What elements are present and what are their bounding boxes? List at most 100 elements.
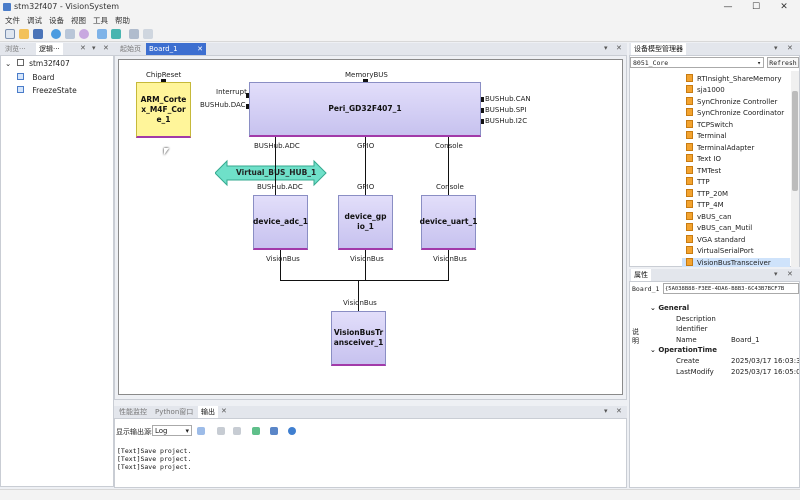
tree-root-label: stm32f407: [29, 59, 70, 68]
pin-icon[interactable]: ▾: [774, 270, 778, 278]
layout-icon[interactable]: [111, 29, 121, 39]
wrap-icon[interactable]: [197, 427, 205, 435]
tree-item-board[interactable]: Board: [17, 73, 54, 82]
menu-device[interactable]: 设备: [49, 16, 64, 25]
pin-icon[interactable]: ▾: [604, 44, 608, 52]
tab-browse[interactable]: 浏览···: [5, 45, 26, 53]
output-source-select[interactable]: Log ▾: [152, 425, 192, 436]
close-icon[interactable]: ✕: [616, 407, 622, 415]
device-icon: [686, 97, 693, 105]
minimize-button[interactable]: —: [723, 2, 733, 12]
device-item[interactable]: SynChronize Coordinator: [686, 108, 784, 117]
adc-node[interactable]: device_adc_1: [253, 195, 308, 250]
maximize-button[interactable]: ☐: [751, 2, 761, 12]
edit-icon[interactable]: [65, 29, 75, 39]
close-icon[interactable]: ✕: [221, 407, 227, 415]
device-icon: [686, 143, 693, 151]
device-item[interactable]: Text IO: [686, 154, 721, 163]
props-panel-title: 属性: [631, 269, 651, 281]
device-item[interactable]: vBUS_can_Mutil: [686, 223, 752, 232]
device-item-label: TMTest: [697, 167, 722, 175]
menu-view[interactable]: 视图: [71, 16, 86, 25]
bus-hub-label: Virtual_BUS_HUB_1: [236, 168, 317, 177]
tab-perf-monitor[interactable]: 性能监控: [119, 408, 147, 416]
wire-visionbus-adc: [280, 250, 281, 280]
menu-tools[interactable]: 工具: [93, 16, 108, 25]
tab-start-page[interactable]: 起始页: [120, 45, 141, 53]
device-item[interactable]: TCPSwitch: [686, 120, 733, 129]
device-item[interactable]: VirtualSerialPort: [686, 246, 754, 255]
cortex-node[interactable]: ARM_Cortex_M4F_Core_1: [136, 82, 191, 138]
bus-hub-node[interactable]: [215, 158, 327, 188]
device-list-scrollbar[interactable]: [791, 71, 799, 267]
device-item[interactable]: Terminal: [686, 131, 727, 140]
device-item[interactable]: TerminalAdapter: [686, 143, 754, 152]
device-item[interactable]: TMTest: [686, 166, 721, 175]
refresh-button[interactable]: Refresh: [767, 57, 799, 68]
title-bar: stm32f407 - VisionSystem — ☐ ✕: [0, 0, 800, 14]
props-category-general[interactable]: ⌄ General: [650, 304, 689, 312]
device-icon: [686, 74, 693, 82]
undo-icon[interactable]: [129, 29, 139, 39]
close-icon[interactable]: ✕: [787, 44, 793, 52]
next-icon[interactable]: [233, 427, 241, 435]
prop-value[interactable]: 2025/03/17 16:05:0: [731, 368, 799, 376]
tab-board-label: Board_1: [149, 45, 178, 53]
clear-icon[interactable]: [252, 427, 260, 435]
new-file-icon[interactable]: [5, 29, 15, 39]
pin-icon[interactable]: ▾: [92, 44, 96, 52]
pin-icon[interactable]: ▾: [604, 407, 608, 415]
tab-output[interactable]: 输出: [198, 406, 218, 418]
close-icon[interactable]: ✕: [80, 44, 86, 52]
tree-root[interactable]: ⌄ stm32f407: [5, 59, 70, 68]
device-filter-select[interactable]: 8051_Core ▾: [630, 57, 764, 68]
device-item[interactable]: TTP_20M: [686, 189, 728, 198]
run-icon[interactable]: [51, 29, 61, 39]
props-category-operationtime[interactable]: ⌄ OperationTime: [650, 346, 717, 354]
device-item[interactable]: SynChronize Controller: [686, 97, 777, 106]
port-pin: [481, 119, 484, 124]
uart-node[interactable]: device_uart_1: [420, 195, 477, 250]
open-folder-icon[interactable]: [19, 29, 29, 39]
chevron-down-icon[interactable]: ⌄: [5, 59, 12, 68]
gpio-node[interactable]: device_gpio_1: [338, 195, 393, 250]
settings-icon[interactable]: [288, 427, 296, 435]
state-icon: [17, 86, 24, 93]
redo-icon[interactable]: [143, 29, 153, 39]
close-icon[interactable]: ✕: [616, 44, 622, 52]
prop-value[interactable]: 2025/03/17 16:03:3: [731, 357, 799, 365]
export-icon[interactable]: [270, 427, 278, 435]
prev-icon[interactable]: [217, 427, 225, 435]
deploy-icon[interactable]: [97, 29, 107, 39]
pin-icon[interactable]: ▾: [774, 44, 778, 52]
search-icon[interactable]: [79, 29, 89, 39]
props-object-select[interactable]: {5A038B88-F3EE-4DA6-B8B3-6C43B7BCF7B: [663, 283, 799, 294]
device-item[interactable]: TTP: [686, 177, 710, 186]
device-item[interactable]: TTP_4M: [686, 200, 724, 209]
device-item[interactable]: vBUS_can: [686, 212, 732, 221]
close-icon[interactable]: ✕: [787, 270, 793, 278]
close-icon[interactable]: ✕: [197, 45, 203, 53]
close-button[interactable]: ✕: [780, 2, 788, 12]
menu-debug[interactable]: 调试: [27, 16, 42, 25]
save-icon[interactable]: [33, 29, 43, 39]
device-item-selected[interactable]: VisionBusTransceiver: [682, 258, 790, 267]
transceiver-node[interactable]: VisionBusTransceiver_1: [331, 311, 386, 366]
menu-help[interactable]: 帮助: [115, 16, 130, 25]
props-side-tab[interactable]: 说明: [632, 328, 639, 345]
tree-item-freezestate[interactable]: FreezeState: [17, 86, 77, 95]
tab-board[interactable]: Board_1 ✕: [146, 43, 206, 55]
device-item-label: VisionBusTransceiver: [697, 259, 771, 267]
menu-file[interactable]: 文件: [5, 16, 20, 25]
tab-python[interactable]: Python窗口: [155, 408, 194, 416]
tab-logic[interactable]: 逻辑···: [36, 43, 63, 55]
device-item[interactable]: RTInsight_ShareMemory: [686, 74, 782, 83]
float-icon[interactable]: ✕: [103, 44, 109, 52]
port-console-top: Console: [435, 142, 463, 150]
scrollbar-thumb[interactable]: [792, 91, 798, 191]
port-bushub-dac: BUSHub.DAC: [200, 101, 246, 109]
prop-value[interactable]: Board_1: [731, 336, 760, 344]
device-item[interactable]: sja1000: [686, 85, 725, 94]
peri-node[interactable]: Peri_GD32F407_1: [249, 82, 481, 137]
device-item[interactable]: VGA standard: [686, 235, 745, 244]
